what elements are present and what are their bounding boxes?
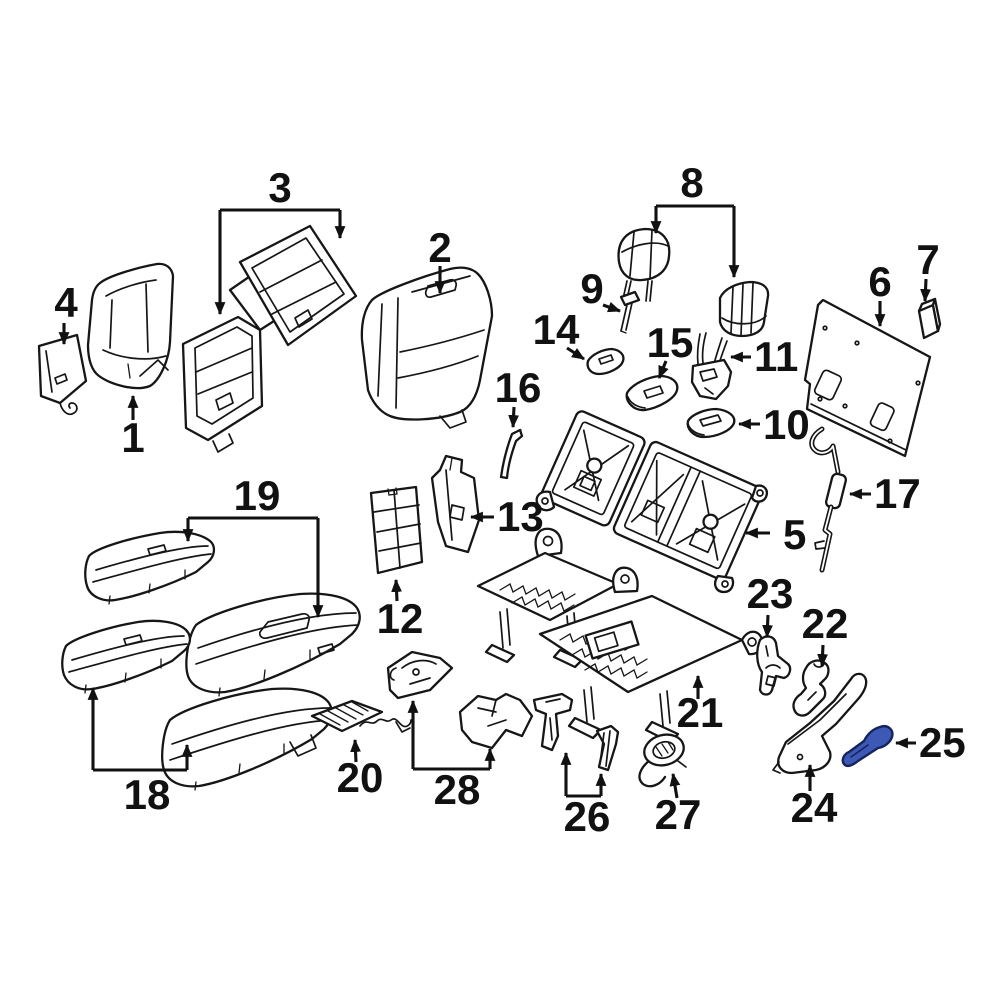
callout-13-number[interactable]: 13 — [497, 493, 544, 540]
callout-21: 21 — [677, 674, 724, 736]
callout-24-number[interactable]: 24 — [791, 784, 838, 831]
part-24 — [772, 672, 868, 775]
callout-6-number[interactable]: 6 — [868, 258, 891, 305]
part-22 — [792, 659, 830, 717]
callout-26: 26 — [560, 751, 611, 840]
callout-28: 28 — [407, 699, 496, 813]
part-6 — [803, 298, 932, 458]
callout-13: 13 — [469, 493, 544, 540]
part-8-headrest — [617, 227, 671, 302]
part-28-bracket-right — [458, 692, 534, 750]
part-8-guide — [718, 280, 770, 338]
part-16 — [499, 428, 524, 480]
callout-12: 12 — [377, 578, 424, 642]
callout-18-number[interactable]: 18 — [124, 771, 171, 818]
callout-18: 18 — [87, 686, 193, 818]
callout-26-number[interactable]: 26 — [564, 793, 611, 840]
callout-27-number[interactable]: 27 — [655, 791, 702, 838]
part-13 — [430, 454, 481, 554]
callout-7: 7 — [916, 236, 940, 303]
part-17 — [809, 426, 847, 573]
callout-20: 20 — [337, 738, 384, 801]
callout-23: 23 — [747, 570, 794, 639]
callout-16: 16 — [495, 364, 542, 429]
part-11 — [690, 332, 733, 401]
callout-1: 1 — [121, 394, 145, 461]
part-4 — [37, 333, 88, 416]
part-2 — [360, 266, 494, 429]
callout-25: 25 — [894, 719, 966, 766]
callout-9: 9 — [580, 265, 622, 313]
part-26-trim-right — [595, 724, 620, 772]
callout-4: 4 — [54, 279, 78, 346]
callout-15: 15 — [647, 319, 694, 380]
part-5 — [535, 410, 768, 594]
callout-23-number[interactable]: 23 — [747, 570, 794, 617]
callout-14: 14 — [533, 306, 585, 361]
callout-7-number[interactable]: 7 — [916, 236, 939, 283]
callout-3-number[interactable]: 3 — [268, 164, 291, 211]
part-3-frame-upper — [228, 224, 358, 347]
callout-27: 27 — [655, 772, 702, 838]
callout-11-number[interactable]: 11 — [754, 333, 798, 380]
callout-22-number[interactable]: 22 — [802, 600, 849, 647]
part-27 — [638, 733, 687, 788]
callout-5: 5 — [744, 511, 806, 558]
callout-22: 22 — [802, 600, 849, 668]
callout-25-number[interactable]: 25 — [919, 719, 966, 766]
callout-10-number[interactable]: 10 — [763, 401, 810, 448]
part-14 — [586, 347, 625, 376]
callout-11: 11 — [729, 333, 798, 380]
callout-1-number[interactable]: 1 — [121, 414, 144, 461]
part-15 — [625, 374, 679, 412]
callout-21-number[interactable]: 21 — [677, 689, 724, 736]
part-12 — [369, 485, 424, 575]
callout-9-number[interactable]: 9 — [580, 265, 603, 312]
part-19-cushion-large — [185, 592, 361, 697]
callout-8: 8 — [650, 159, 740, 279]
part-18-cushion-large — [161, 687, 333, 791]
callout-10: 10 — [737, 401, 810, 448]
callout-6: 6 — [868, 258, 892, 328]
part-10 — [686, 407, 736, 439]
part-3-frame-lower — [181, 315, 264, 453]
part-9 — [619, 290, 641, 334]
callout-16-number[interactable]: 16 — [495, 364, 542, 411]
callout-28-number[interactable]: 28 — [434, 766, 481, 813]
part-20 — [310, 699, 412, 733]
callout-8-number[interactable]: 8 — [680, 159, 703, 206]
callout-24: 24 — [791, 763, 838, 831]
callout-19-number[interactable]: 19 — [234, 472, 281, 519]
callout-19: 19 — [182, 472, 324, 619]
callout-20-number[interactable]: 20 — [337, 754, 384, 801]
callout-4-number[interactable]: 4 — [54, 279, 78, 326]
part-25[interactable] — [841, 725, 894, 768]
part-23 — [756, 635, 792, 696]
callout-17-number[interactable]: 17 — [874, 470, 921, 517]
callout-15-number[interactable]: 15 — [647, 319, 694, 366]
callout-12-number[interactable]: 12 — [377, 595, 424, 642]
callout-2: 2 — [428, 224, 452, 295]
part-26-trim-left — [532, 692, 574, 752]
part-18-cushion-small — [61, 619, 192, 694]
callout-2-number[interactable]: 2 — [428, 224, 451, 271]
part-7 — [917, 297, 942, 340]
part-19-cushion-small — [84, 530, 216, 605]
part-1 — [86, 262, 175, 390]
callout-17: 17 — [848, 470, 921, 517]
part-28-bracket-left — [386, 650, 454, 700]
callout-14-number[interactable]: 14 — [533, 306, 580, 353]
callout-5-number[interactable]: 5 — [783, 511, 806, 558]
callout-3: 3 — [214, 164, 346, 316]
